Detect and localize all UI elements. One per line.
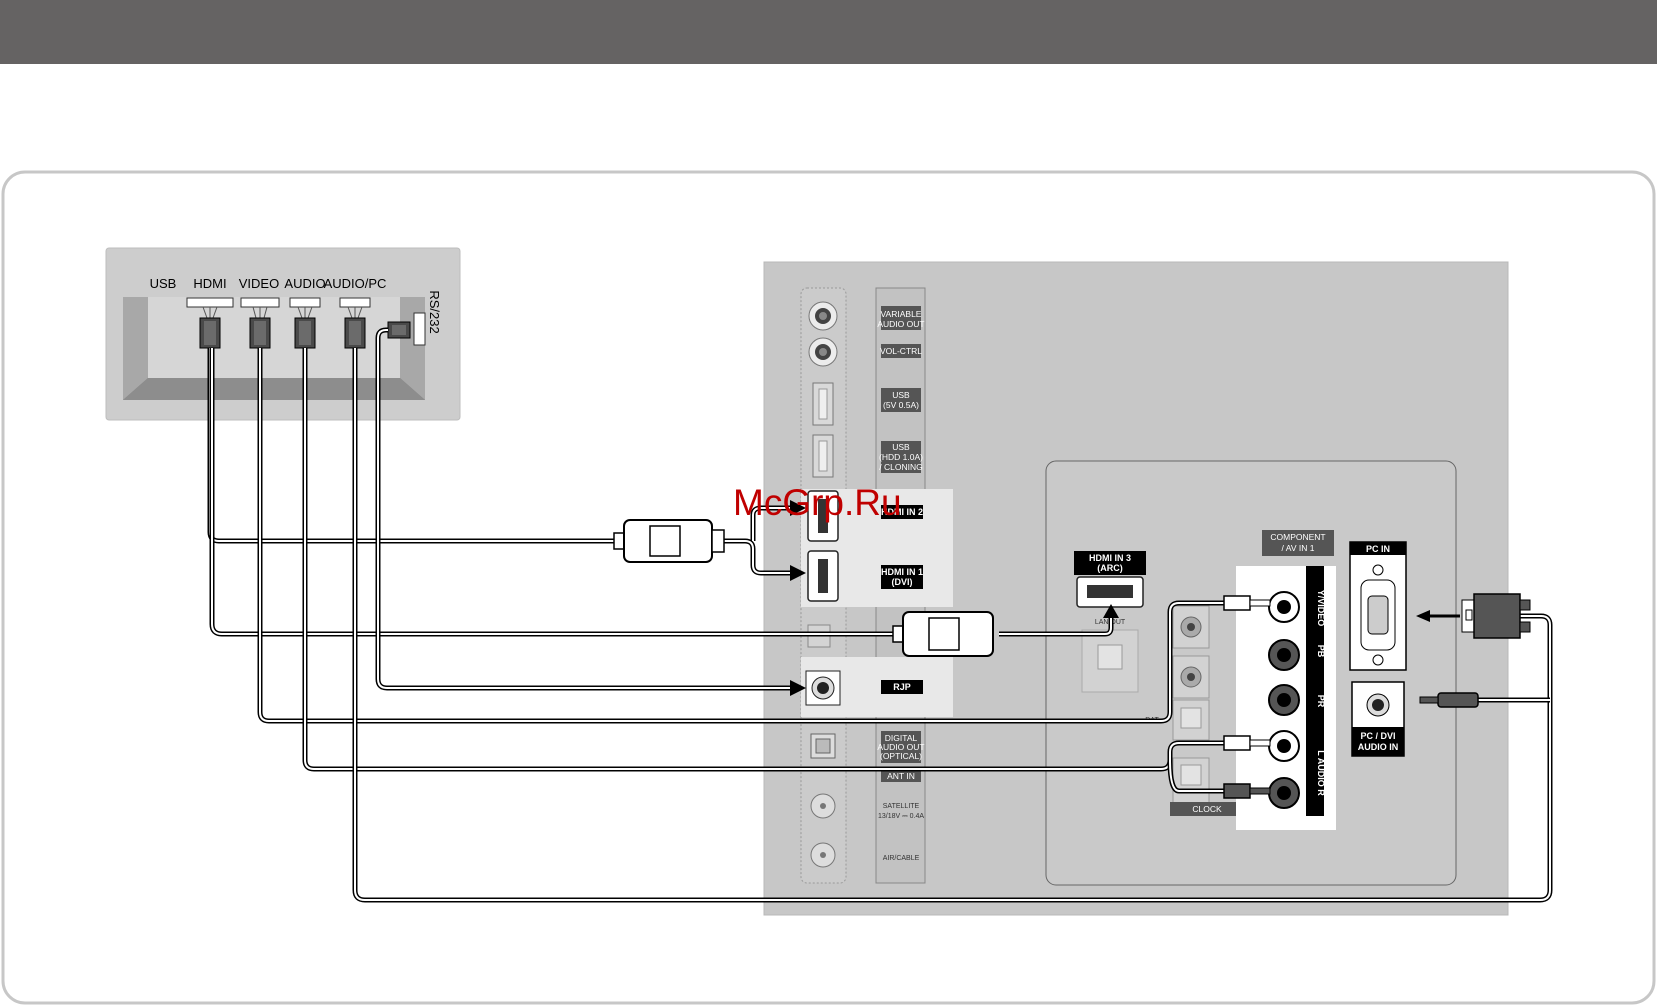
tv-back-panel: VARIABLE AUDIO OUT VOL-CTRL USB (5V 0.5A… [763,261,1509,916]
label-hdmi3-b: (ARC) [1097,563,1123,573]
label-hdmi2: HDMI IN 2 [881,507,923,517]
box-label-audio: AUDIO [284,276,325,291]
label-usb2-a: USB [892,442,910,452]
av-jacks [1268,591,1300,809]
vga-plug [1461,593,1531,639]
label-av-audio: L AUDIO R [1316,750,1326,796]
label-av-video: Y/VIDEO [1316,590,1326,627]
label-vol-ctrl: VOL-CTRL [880,346,922,356]
label-digital-audio-2: AUDIO OUT [877,742,924,752]
header-bar [0,0,1657,64]
label-satellite-a: SATELLITE [883,803,920,810]
label-hdmi3-a: HDMI IN 3 [1089,553,1131,563]
label-air-cable: AIR/CABLE [883,855,920,862]
box-label-usb: USB [150,276,177,291]
label-ant-in: ANT IN [887,771,915,781]
arrows [790,500,1460,696]
box-label-video: VIDEO [239,276,279,291]
label-satellite-b: 13/18V ⎓ 0.4A [878,813,924,820]
label-pc-dvi-b: AUDIO IN [1358,742,1399,752]
label-component-b: / AV IN 1 [1282,543,1315,553]
hdmi-plugs [613,519,994,657]
box-label-hdmi: HDMI [193,276,226,291]
label-variable-audio-out-1: VARIABLE [881,309,922,319]
label-component-a: COMPONENT [1270,532,1325,542]
box-label-audio-pc: AUDIO/PC [324,276,387,291]
label-hdmi1-a: HDMI IN 1 [881,567,923,577]
label-hdmi1-b: (DVI) [892,577,913,587]
label-av-pr: PR [1316,695,1326,708]
label-rjp: RJP [893,682,911,692]
set-top-box: USB HDMI VIDEO AUDIO AUDIO/PC RS/232 [105,247,461,421]
label-pc-in: PC IN [1366,544,1390,554]
watermark: McGrp.Ru [733,482,902,523]
label-usb2-c: / CLONING [879,462,922,472]
label-av-pb: PB [1316,645,1326,658]
label-usb1-b: (5V 0.5A) [883,400,919,410]
label-usb2-b: (HDD 1.0A) [879,452,923,462]
label-pc-dvi-a: PC / DVI [1360,731,1395,741]
box-label-rs232: RS/232 [427,290,442,333]
label-variable-audio-out-2: AUDIO OUT [877,319,924,329]
cables [207,327,1553,903]
label-clock: CLOCK [1192,804,1222,814]
label-usb1-a: USB [892,390,910,400]
label-digital-audio-1: DIGITAL [885,733,918,743]
label-digital-audio-3: (OPTICAL) [880,751,922,761]
rca-plugs [1223,595,1479,799]
